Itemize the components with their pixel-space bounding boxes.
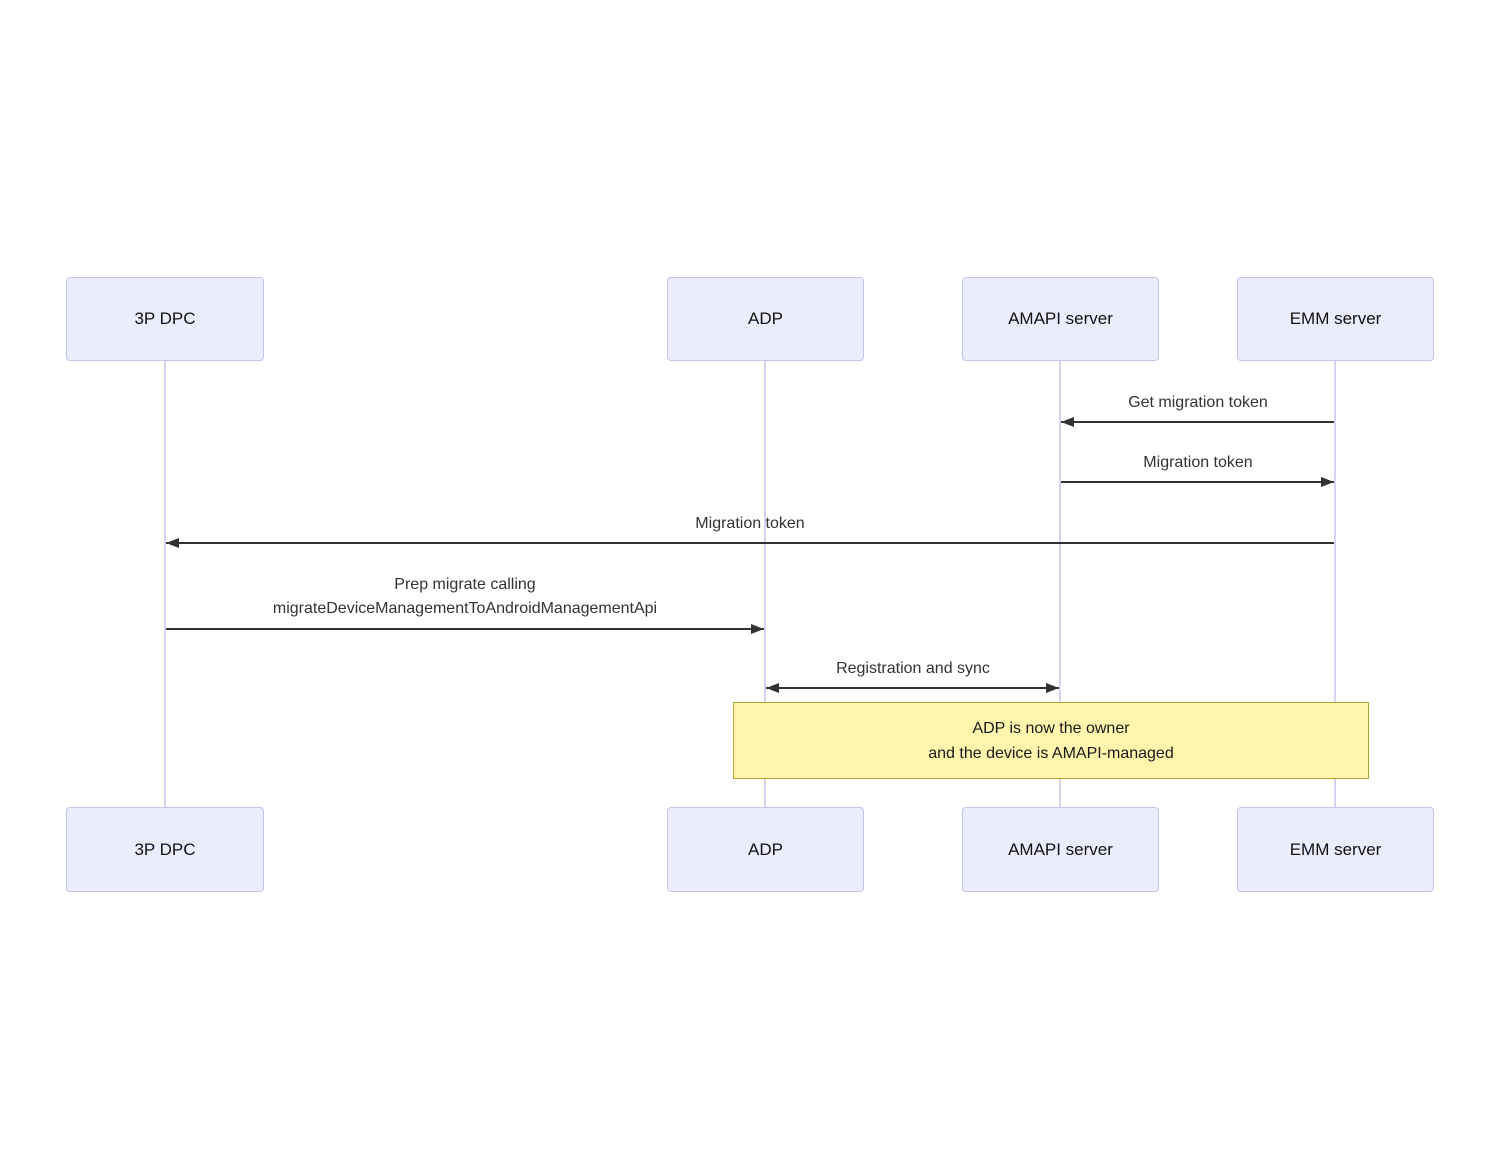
message-arrow-registration-and-sync — [766, 683, 1059, 693]
arrowhead-right-icon — [1321, 477, 1334, 487]
message-label-get-migration-token: Get migration token — [1128, 394, 1268, 411]
actor-label: AMAPI server — [1008, 309, 1113, 328]
message-label-line: Prep migrate calling — [394, 576, 536, 593]
actor-top-amapi-server: AMAPI server — [962, 277, 1159, 361]
message-label-migration-token-to-emm: Migration token — [1143, 454, 1253, 471]
actor-bottom-amapi-server: AMAPI server — [962, 807, 1159, 892]
lifeline-3p-dpc — [164, 361, 166, 807]
message-label-line: migrateDeviceManagementToAndroidManageme… — [272, 600, 658, 617]
lifeline-amapi-server — [1059, 361, 1061, 807]
lifeline-adp — [764, 361, 766, 807]
message-label-registration-and-sync: Registration and sync — [836, 660, 990, 677]
message-arrow-migration-token-to-emm — [1061, 477, 1334, 487]
message-arrow-prep-migrate — [166, 624, 764, 634]
actor-label: 3P DPC — [134, 839, 196, 859]
arrowhead-right-icon — [1046, 683, 1059, 693]
arrowhead-left-icon — [166, 538, 179, 548]
arrowhead-left-icon — [766, 683, 779, 693]
actor-bottom-adp: ADP — [667, 807, 864, 892]
note-line: and the device is AMAPI-managed — [928, 745, 1174, 762]
arrowhead-left-icon — [1061, 417, 1074, 427]
actor-top-emm-server: EMM server — [1237, 277, 1434, 361]
actor-label: EMM server — [1289, 309, 1382, 328]
actor-label: 3P DPC — [134, 309, 196, 328]
message-label-prep-migrate: Prep migrate calling migrateDeviceManage… — [273, 573, 657, 621]
actor-bottom-emm-server: EMM server — [1237, 807, 1434, 892]
note-box: ADP is now the owner and the device is A… — [733, 702, 1369, 779]
lifeline-emm-server — [1334, 361, 1336, 807]
actor-top-adp: ADP — [667, 277, 864, 361]
arrowhead-right-icon — [751, 624, 764, 634]
actor-label: AMAPI server — [1008, 839, 1113, 859]
note-line: ADP is now the owner — [972, 720, 1130, 737]
actor-label: ADP — [748, 309, 783, 328]
actor-bottom-3p-dpc: 3P DPC — [66, 807, 264, 892]
message-label-migration-token-to-dpc: Migration token — [695, 515, 805, 532]
actor-label: EMM server — [1289, 839, 1382, 859]
actor-top-3p-dpc: 3P DPC — [66, 277, 264, 361]
actor-label: ADP — [748, 839, 783, 859]
message-arrow-get-migration-token — [1061, 417, 1334, 427]
message-arrow-migration-token-to-dpc — [166, 538, 1334, 548]
